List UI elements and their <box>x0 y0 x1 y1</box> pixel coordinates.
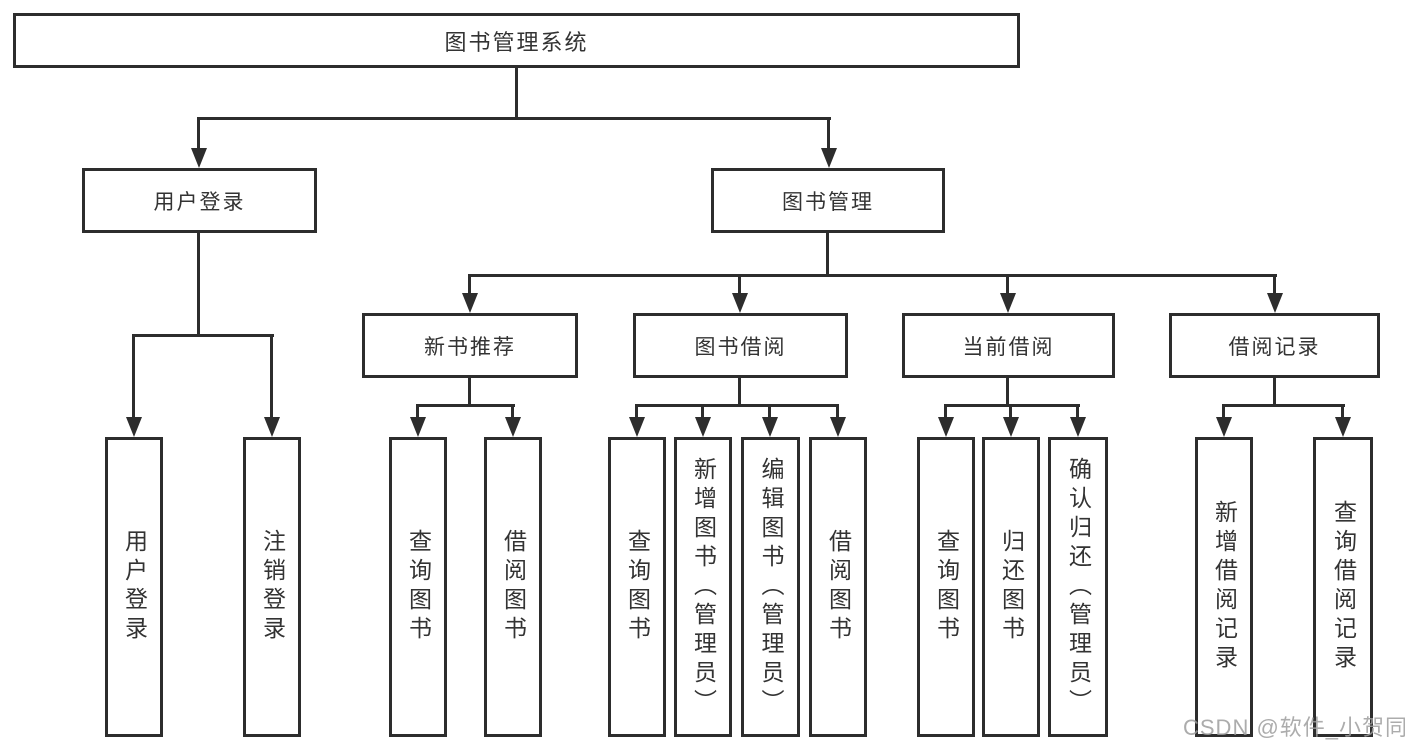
rail-line <box>198 117 831 120</box>
arrowhead-down-icon <box>821 148 837 168</box>
stem-line <box>1006 378 1009 407</box>
node-borrowing-records: 借阅记录 <box>1169 313 1380 378</box>
drop-line <box>468 274 471 295</box>
node-new-book-recommendation: 新书推荐 <box>362 313 578 378</box>
stem-line <box>738 378 741 407</box>
leaf-borrow-books-borrow: 借阅图书 <box>809 437 867 737</box>
leaf-confirm-return-admin: 确认归还（管理员） <box>1048 437 1108 737</box>
drop-line <box>768 404 771 419</box>
leaf-add-books-admin: 新增图书（管理员） <box>674 437 732 737</box>
arrowhead-down-icon <box>1335 417 1351 437</box>
leaf-edit-books-admin: 编辑图书（管理员） <box>741 437 800 737</box>
leaf-user-login: 用户登录 <box>105 437 163 737</box>
stem-line <box>1273 378 1276 407</box>
arrowhead-down-icon <box>938 417 954 437</box>
drop-line <box>1009 404 1012 419</box>
arrowhead-down-icon <box>462 293 478 313</box>
rail-line <box>636 404 839 407</box>
leaf-query-books-recommend: 查询图书 <box>389 437 447 737</box>
arrowhead-down-icon <box>126 417 142 437</box>
drop-line <box>1341 404 1344 419</box>
leaf-return-books: 归还图书 <box>982 437 1040 737</box>
rail-line <box>417 404 515 407</box>
arrowhead-down-icon <box>1070 417 1086 437</box>
drop-line <box>270 334 273 419</box>
node-book-management: 图书管理 <box>711 168 945 233</box>
arrowhead-down-icon <box>629 417 645 437</box>
drop-line <box>944 404 947 419</box>
csdn-watermark: CSDN @软件_小贺同学 <box>1183 715 1405 740</box>
leaf-query-borrowing-record: 查询借阅记录 <box>1313 437 1373 737</box>
arrowhead-down-icon <box>410 417 426 437</box>
drop-line <box>635 404 638 419</box>
rail-line <box>945 404 1080 407</box>
arrowhead-down-icon <box>695 417 711 437</box>
drop-line <box>827 117 830 150</box>
arrowhead-down-icon <box>1216 417 1232 437</box>
arrowhead-down-icon <box>1003 417 1019 437</box>
leaf-query-books-current: 查询图书 <box>917 437 975 737</box>
leaf-logout: 注销登录 <box>243 437 301 737</box>
arrowhead-down-icon <box>830 417 846 437</box>
node-current-borrowing: 当前借阅 <box>902 313 1115 378</box>
arrowhead-down-icon <box>1267 293 1283 313</box>
drop-line <box>1076 404 1079 419</box>
stem-line <box>826 233 829 277</box>
drop-line <box>1006 274 1009 295</box>
leaf-query-books-borrow: 查询图书 <box>608 437 666 737</box>
rail-line <box>132 334 274 337</box>
node-user-login: 用户登录 <box>82 168 317 233</box>
rail-line <box>469 274 1277 277</box>
drop-line <box>511 404 514 419</box>
arrowhead-down-icon <box>264 417 280 437</box>
arrowhead-down-icon <box>505 417 521 437</box>
arrowhead-down-icon <box>762 417 778 437</box>
drop-line <box>836 404 839 419</box>
drop-line <box>132 334 135 419</box>
arrowhead-down-icon <box>732 293 748 313</box>
stem-line <box>515 68 518 119</box>
leaf-add-borrowing-record: 新增借阅记录 <box>1195 437 1253 737</box>
drop-line <box>1273 274 1276 295</box>
node-book-borrowing: 图书借阅 <box>633 313 848 378</box>
rail-line <box>1223 404 1345 407</box>
leaf-borrow-books-recommend: 借阅图书 <box>484 437 542 737</box>
arrowhead-down-icon <box>1000 293 1016 313</box>
node-library-management-system: 图书管理系统 <box>13 13 1020 68</box>
drop-line <box>416 404 419 419</box>
drop-line <box>1222 404 1225 419</box>
drop-line <box>701 404 704 419</box>
drop-line <box>738 274 741 295</box>
stem-line <box>468 378 471 407</box>
stem-line <box>197 233 200 336</box>
arrowhead-down-icon <box>191 148 207 168</box>
drop-line <box>197 117 200 150</box>
